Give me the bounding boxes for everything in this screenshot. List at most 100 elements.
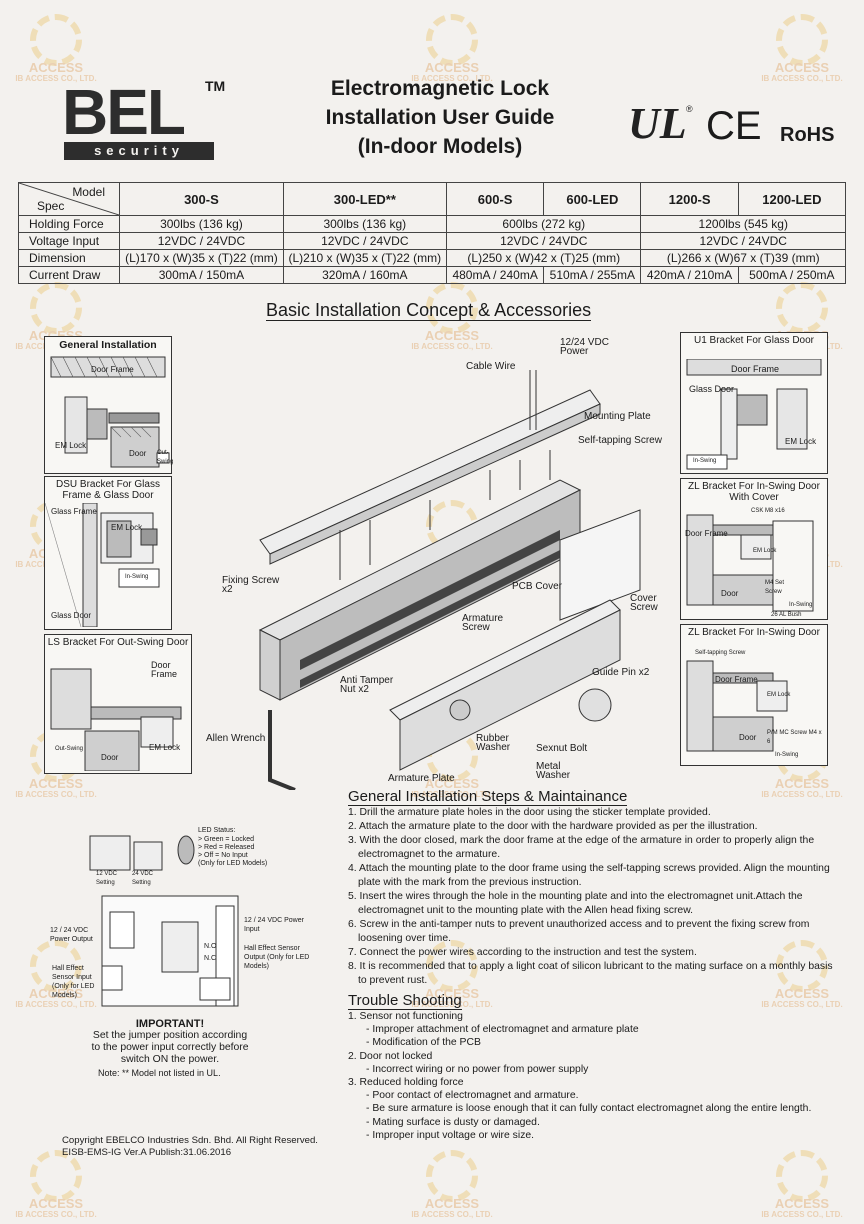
label-in-swing: In-Swing — [125, 574, 149, 580]
table-row: Voltage Input 12VDC / 24VDC 12VDC / 24VD… — [17, 232, 846, 250]
panel-title: DSU Bracket For Glass Frame & Glass Door — [56, 479, 160, 501]
watermark-company: IB ACCESS CO., LTD. — [761, 74, 843, 83]
trouble-title-text: Trouble Shooting — [348, 992, 462, 1010]
label-mounting-plate: Mounting Plate — [584, 411, 651, 422]
bel-logo: BEL — [62, 80, 222, 162]
watermark-company: IB ACCESS CO., LTD. — [411, 790, 493, 799]
label-hall-input: Hall Effect Sensor Input (Only for LED M… — [52, 965, 95, 999]
label-armature-plate: Armature Plate — [388, 773, 455, 784]
cell: 480mA / 240mA — [446, 266, 545, 284]
logo-subtitle: security — [64, 142, 214, 160]
trouble-item: - Modification of the PCB — [366, 1037, 481, 1049]
watermark-gear-icon — [30, 282, 82, 334]
table-row: Dimension (L)170 x (W)35 x (T)22 (mm) (L… — [17, 249, 846, 267]
label-12vdc-setting: 12 VDC Setting — [96, 871, 118, 886]
label-fixing-screw: Fixing Screw x2 — [222, 575, 280, 595]
label-in-swing: In-Swing — [775, 752, 799, 758]
watermark-company: IB ACCESS CO., LTD. — [15, 1000, 97, 1009]
watermark-word: ACCESS — [774, 986, 830, 1001]
label-em-lock: EM Lock — [753, 548, 777, 554]
pcb-wiring-drawing — [89, 835, 239, 1007]
label-self-tapping-screw: Self-tapping Screw — [578, 435, 662, 446]
panel-title: General Installation — [59, 339, 157, 351]
trouble-head: 2. Door not locked — [348, 1050, 433, 1062]
cell: 12VDC / 24VDC — [119, 232, 284, 250]
label-in-swing: In-Swing — [693, 458, 717, 464]
label-pcb-cover: PCB Cover — [512, 581, 563, 592]
trouble-head: 3. Reduced holding force — [348, 1077, 464, 1089]
label-cable-wire: Cable Wire — [466, 361, 516, 372]
label-door-frame: Door Frame — [715, 675, 758, 684]
watermark-gear-icon — [30, 940, 82, 992]
label-door: Door — [721, 589, 739, 598]
label-em-lock: EM Lock — [111, 523, 143, 532]
trouble-item: - Improper input voltage or wire size. — [366, 1129, 535, 1141]
watermark-company: IB ACCESS CO., LTD. — [15, 74, 97, 83]
panel-title: ZL Bracket For In-Swing Door — [688, 627, 820, 638]
watermark-word: ACCESS — [28, 776, 84, 791]
panel-ls-bracket: LS Bracket For Out-Swing Door Door Frame… — [44, 634, 192, 774]
cell: 300mA / 150mA — [119, 266, 284, 284]
step-item: 1. Drill the armature plate holes in the… — [348, 807, 711, 818]
watermark-word: ACCESS — [424, 776, 480, 791]
watermark-word: ACCESS — [28, 60, 84, 75]
watermark-word: ACCESS — [774, 60, 830, 75]
ul-mark-text: UL — [628, 100, 687, 144]
label-em-lock: EM Lock — [767, 692, 791, 698]
watermark-company: IB ACCESS CO., LTD. — [411, 1000, 493, 1009]
row-label: Voltage Input — [17, 232, 121, 250]
col-model: 300-S — [119, 182, 284, 216]
trouble-head: 1. Sensor not functioning — [348, 1011, 463, 1022]
corner-model: Model — [72, 185, 105, 199]
label-glass-door: Glass Door — [51, 611, 92, 620]
logo-trademark: TM — [205, 78, 226, 94]
led-status-line: > Green = Locked — [198, 836, 255, 843]
label-door-frame: Door Frame — [685, 529, 728, 538]
cell: 300lbs (136 kg) — [282, 215, 448, 233]
cell: (L)210 x (W)35 x (T)22 (mm) — [282, 249, 448, 267]
label-armature-screw: Armature Screw — [462, 613, 504, 633]
steps-list: 1. Drill the armature plate holes in the… — [348, 806, 838, 988]
cell: 320mA / 160mA — [282, 266, 448, 284]
label-in-swing: In-Swing — [789, 602, 813, 608]
steps-title-text: General Installation Steps & Maintainanc… — [348, 788, 628, 806]
step-item: 7. Connect the power wires according to … — [348, 947, 697, 958]
row-label: Current Draw — [17, 266, 121, 284]
u1-bracket-drawing — [686, 359, 822, 470]
label-al-bush: 26 AL Bush — [771, 612, 802, 618]
title-line: (In-door Models) — [357, 135, 523, 158]
panel-title: U1 Bracket For Glass Door — [693, 335, 815, 346]
steps-title: General Installation Steps & Maintainanc… — [348, 788, 628, 806]
led-status-line: > Red = Released — [198, 844, 255, 851]
zl-bracket-drawing — [686, 660, 788, 752]
watermark-word: ACCESS — [774, 776, 830, 791]
watermark-gear-icon — [426, 14, 478, 66]
label-nc: N.C — [204, 955, 217, 962]
panel-dsu-bracket: DSU Bracket For Glass Frame & Glass Door… — [44, 476, 172, 630]
watermark-gear-icon — [30, 14, 82, 66]
watermark-word: ACCESS — [424, 328, 480, 343]
spec-table: Model Spec 300-S 300-LED** 600-S 600-LED… — [17, 182, 847, 284]
label-self-tapping: Self-tapping Screw — [695, 650, 746, 656]
watermark-company: IB ACCESS CO., LTD. — [761, 790, 843, 799]
watermark-word: ACCESS — [424, 60, 480, 75]
watermark-company: IB ACCESS CO., LTD. — [761, 1000, 843, 1009]
led-status-line: > Off = No Input — [198, 852, 248, 859]
watermark-word: ACCESS — [28, 1196, 84, 1211]
cell: 500mA / 250mA — [737, 266, 847, 284]
led-status-line: (Only for LED Models) — [198, 860, 268, 867]
label-24vdc-setting: 24 VDC Setting — [132, 871, 154, 886]
important-title: IMPORTANT! — [135, 1018, 205, 1030]
watermark-gear-icon — [776, 14, 828, 66]
label-anti-tamper: Anti Tamper Nut x2 — [340, 675, 394, 695]
label-em-lock: EM Lock — [55, 441, 87, 450]
svg-text:®: ® — [686, 104, 693, 114]
footer: Copyright EBELCO Industries Sdn. Bhd. Al… — [62, 1135, 318, 1159]
panel-zl-bracket: ZL Bracket For In-Swing Door Self-tappin… — [680, 624, 828, 766]
label-allen-wrench: Allen Wrench — [206, 733, 266, 744]
watermark-gear-icon — [426, 282, 478, 334]
row-label: Holding Force — [17, 215, 121, 233]
step-item: 8. It is recommended that to apply a lig… — [348, 961, 833, 986]
ul-mark-icon: UL ® — [626, 99, 696, 149]
